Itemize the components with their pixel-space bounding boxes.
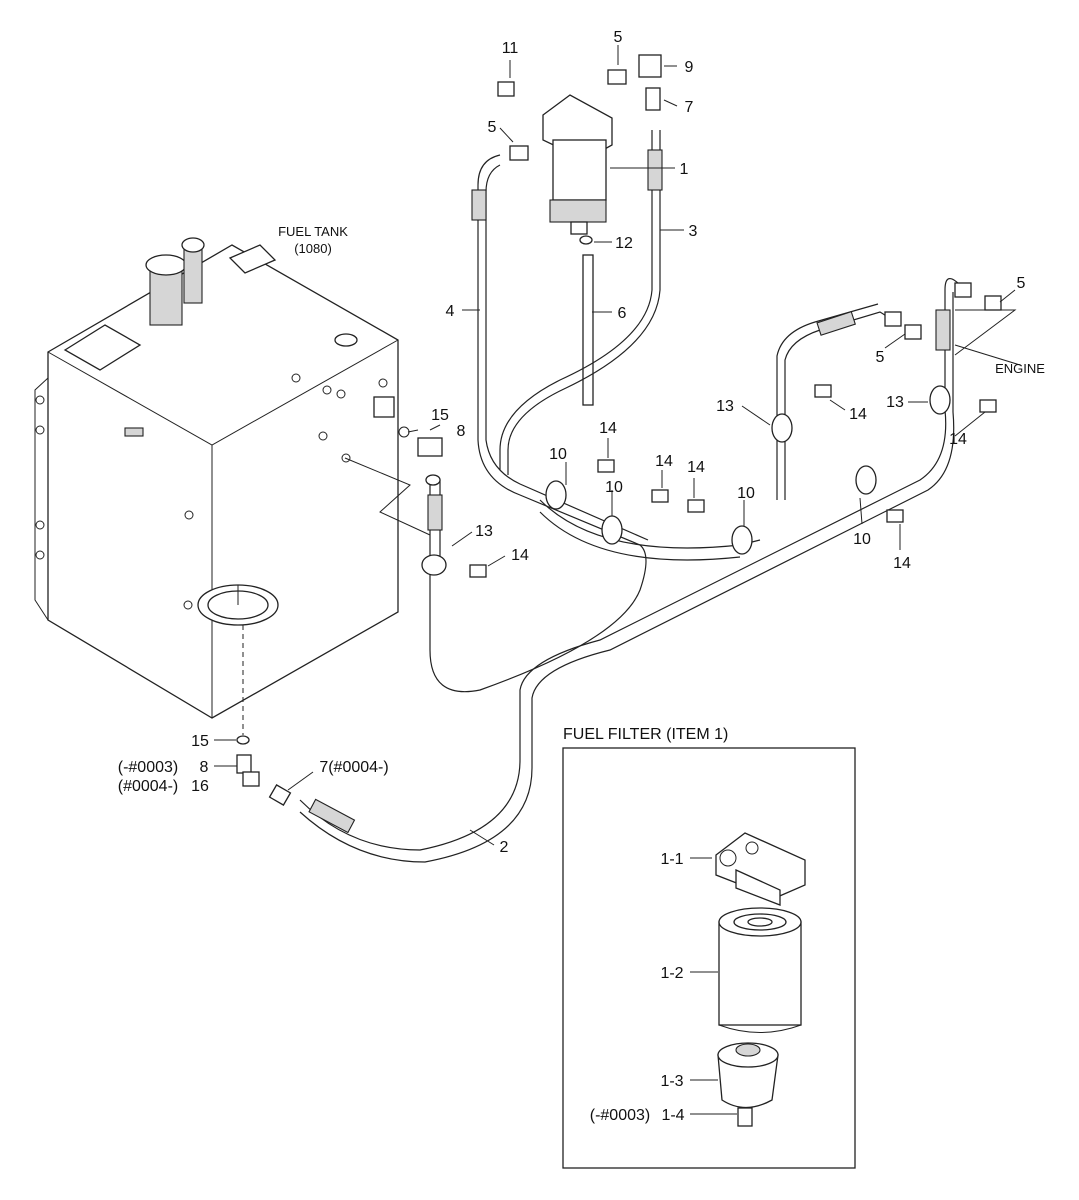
callout-13-b: 13 (886, 394, 904, 411)
callout-10-a: 10 (549, 446, 567, 463)
callout-13-a: 13 (716, 398, 734, 415)
fuel-tank: FUEL TANK (1080) (34, 224, 399, 735)
callout-14-b: 14 (949, 431, 967, 448)
callout-16: 16 (191, 778, 209, 795)
filter-head-icon (715, 832, 806, 906)
engine-label: ENGINE (995, 361, 1045, 376)
callout-14-f: 14 (893, 555, 911, 572)
fuel-tank-title: FUEL TANK (278, 224, 348, 239)
inset-title: FUEL FILTER (ITEM 1) (563, 726, 728, 743)
callout-5-c: 5 (1017, 275, 1026, 292)
inset-callout-1-4-prefix: (-#0003) (590, 1107, 650, 1124)
callout-leaders (214, 45, 1016, 846)
inset-callout-1-3: 1-3 (660, 1073, 683, 1090)
callout-8-a: 8 (457, 423, 466, 440)
callout-11: 11 (502, 40, 519, 57)
callout-1: 1 (680, 161, 689, 178)
callout-6: 6 (618, 305, 627, 322)
callout-7-a: 7 (685, 99, 694, 116)
callout-8-b: 8 (200, 759, 209, 776)
callout-15-b: 15 (191, 733, 209, 750)
callout-14-c: 14 (599, 420, 617, 437)
callout-7-b: 7(#0004-) (319, 759, 388, 776)
callout-5-d: 5 (876, 349, 885, 366)
callout-5-b: 5 (488, 119, 497, 136)
callout-9: 9 (685, 59, 694, 76)
fuel-filter-inset: FUEL FILTER (ITEM 1) 1-1 1-2 (562, 726, 856, 1169)
callout-labels: 11 5 9 7 5 1 12 3 4 6 5 5 ENGINE 13 14 1… (118, 29, 1045, 856)
callout-10-d: 10 (853, 531, 871, 548)
clamps (236, 282, 1002, 806)
callout-8-b-prefix: (-#0003) (118, 759, 178, 776)
callout-14-g: 14 (511, 547, 529, 564)
callout-15-a: 15 (431, 407, 449, 424)
callout-2: 2 (500, 839, 509, 856)
callout-10-c: 10 (737, 485, 755, 502)
callout-14-a: 14 (849, 406, 867, 423)
inset-frame (562, 747, 856, 1169)
inset-callout-1-1: 1-1 (660, 851, 683, 868)
callout-13-c: 13 (475, 523, 493, 540)
callout-3: 3 (689, 223, 698, 240)
inset-callout-1-2: 1-2 (660, 965, 683, 982)
callout-12: 12 (615, 235, 633, 252)
callout-10-b: 10 (605, 479, 623, 496)
filter-bowl-icon (717, 1042, 779, 1127)
filter-element-icon (718, 907, 802, 1033)
callout-14-e: 14 (687, 459, 705, 476)
callout-16-prefix: (#0004-) (118, 778, 178, 795)
callout-4: 4 (446, 303, 455, 320)
fuel-tank-subtitle: (1080) (294, 241, 332, 256)
fuel-filter-main (497, 54, 662, 406)
callout-14-d: 14 (655, 453, 673, 470)
callout-5-a: 5 (614, 29, 623, 46)
inset-callout-1-4: 1-4 (661, 1107, 684, 1124)
hoses (299, 130, 1021, 863)
